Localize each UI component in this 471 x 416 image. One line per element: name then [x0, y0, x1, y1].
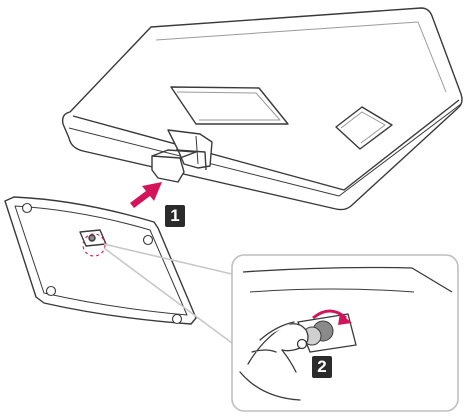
step-1-badge: 1: [165, 205, 185, 227]
center-screw: [89, 235, 95, 241]
step-2-badge: 2: [312, 356, 332, 378]
monitor-back: [63, 8, 462, 210]
insert-arrow-icon: [130, 182, 162, 208]
